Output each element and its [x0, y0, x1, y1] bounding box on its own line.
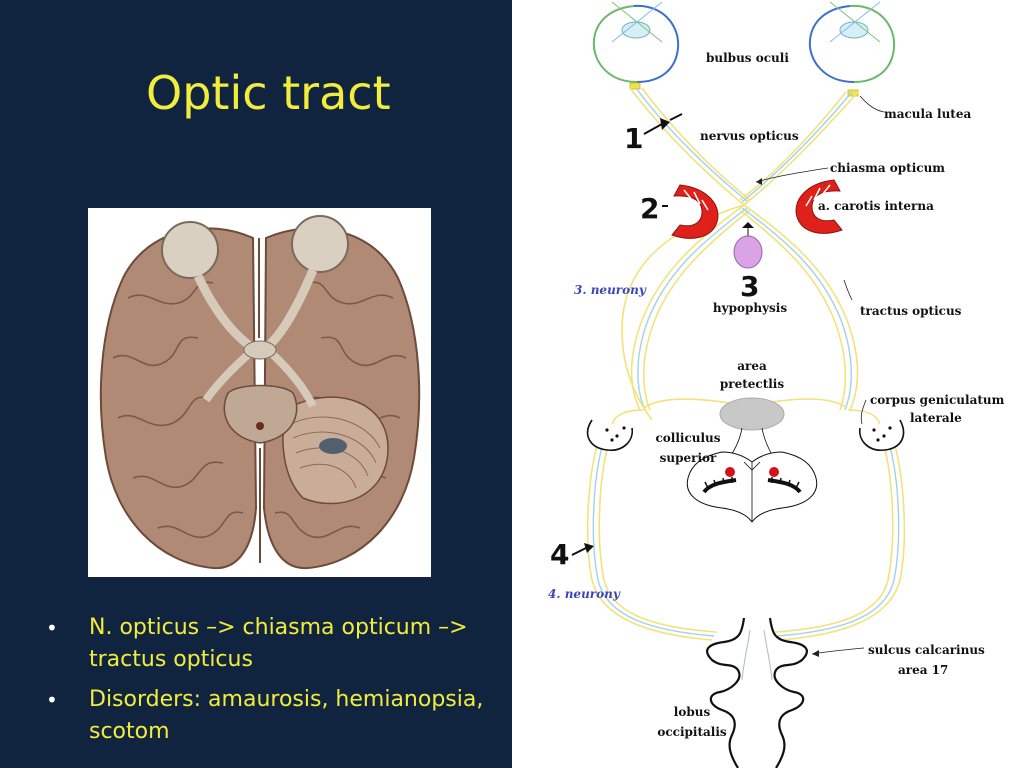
brain-illustration [88, 208, 431, 577]
number-3: 3 [740, 270, 759, 303]
leader-lines [755, 95, 885, 657]
label-4-neurony: 4. neurony [548, 587, 621, 601]
label-sulcus-line1: sulcus calcarinus [868, 643, 985, 657]
marker-2: 2 [640, 192, 668, 225]
carotid-left [671, 184, 719, 239]
corpus-geniculatum-left [586, 419, 633, 451]
label-sulcus-line2: area 17 [898, 663, 948, 677]
marker-3: 3 [740, 270, 759, 303]
label-tractus-opticus: tractus opticus [860, 304, 962, 318]
bullet-item: • Disorders: amaurosis, hemianopsia, sco… [46, 684, 516, 748]
brain-base-drawing [99, 215, 421, 570]
colliculus-superior-shape [686, 451, 818, 523]
label-nervus-opticus: nervus opticus [700, 129, 799, 143]
bullet-item: • N. opticus –> chiasma opticum –> tract… [46, 612, 516, 676]
right-eyeball [808, 1, 896, 97]
label-lobus-line2: occipitalis [657, 725, 727, 739]
label-carotis-interna: a. carotis interna [818, 199, 934, 213]
left-eyeball-drawing [161, 221, 219, 279]
hypophysis [733, 222, 763, 269]
number-4: 4 [550, 538, 569, 571]
label-corpus-geniculatum-line1: corpus geniculatum [870, 393, 1005, 407]
optic-nerve-fibers [629, 87, 859, 206]
label-lobus-line1: lobus [674, 705, 711, 719]
label-colliculus-line2: superior [660, 451, 717, 465]
left-eyeball [592, 1, 680, 90]
bullet-text: N. opticus –> chiasma opticum –> tractus… [89, 615, 468, 672]
label-colliculus-line1: colliculus [655, 431, 720, 445]
bullet-dot: • [46, 688, 58, 712]
brainstem-drawing [223, 384, 298, 444]
carotid-right [795, 179, 843, 234]
label-corpus-geniculatum-line2: laterale [910, 411, 962, 425]
label-chiasma-opticum: chiasma opticum [830, 161, 945, 175]
marker-4: 4 [550, 538, 594, 571]
pathway-svg: 1 2 3 4 bulbus oculi macul [548, 1, 1005, 768]
occipital-lobes [706, 617, 808, 768]
bullet-text: Disorders: amaurosis, hemianopsia, scoto… [89, 687, 484, 744]
number-2: 2 [640, 192, 659, 225]
label-bulbus-oculi: bulbus oculi [706, 51, 789, 65]
right-eyeball-drawing [291, 215, 349, 273]
corpus-geniculatum-right [859, 419, 905, 451]
label-hypophysis: hypophysis [713, 301, 787, 315]
number-1: 1 [624, 122, 643, 155]
area-pretectalis-shape [719, 397, 785, 431]
marker-1: 1 [624, 113, 683, 155]
bullet-dot: • [46, 616, 58, 640]
label-area-line2: pretectlis [720, 377, 784, 391]
label-macula-lutea: macula lutea [884, 107, 971, 121]
visual-pathway-diagram: 1 2 3 4 bulbus oculi macul [512, 0, 1024, 768]
bullet-list: • N. opticus –> chiasma opticum –> tract… [46, 612, 516, 756]
label-area-line1: area [737, 359, 767, 373]
optic-radiation-fibers [586, 429, 906, 641]
slide-title: Optic tract [146, 66, 391, 120]
label-3-neurony: 3. neurony [574, 283, 647, 297]
